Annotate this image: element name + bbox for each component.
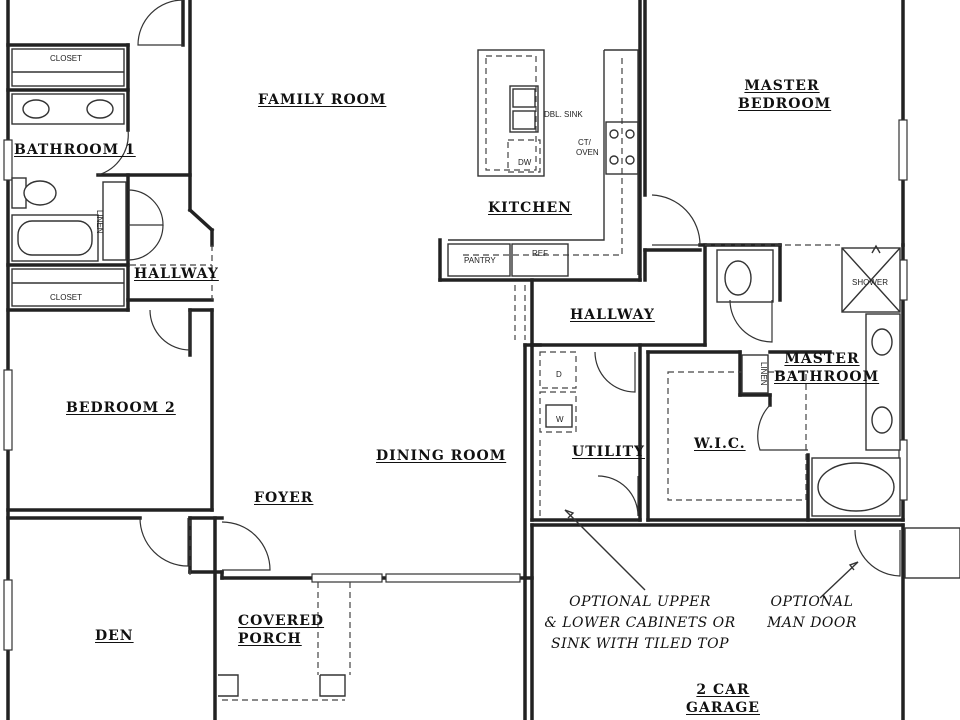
hallway-left-label: HALLWAY — [134, 266, 219, 282]
master-bedroom-label-line2: BEDROOM — [738, 96, 832, 112]
bathroom-1-label: BATHROOM 1 — [14, 142, 136, 158]
closet-top-label: CLOSET — [50, 54, 83, 63]
ct-oven-label-line2: OVEN — [576, 148, 599, 157]
family-room-label: FAMILY ROOM — [258, 92, 387, 108]
shower-label: SHOWER — [852, 278, 888, 287]
man-door-note-line1: OPTIONAL — [770, 594, 854, 610]
master-bathroom-label-line1: MASTER — [784, 351, 860, 367]
bedroom-2-label: BEDROOM 2 — [66, 400, 176, 416]
den-label: DEN — [95, 628, 134, 644]
cabinet-note-line1: OPTIONAL UPPER — [569, 594, 711, 610]
covered-porch-label-line2: PORCH — [238, 631, 302, 647]
washer-label: W — [556, 415, 564, 424]
utility-label: UTILITY — [572, 444, 645, 460]
dw-label: DW — [518, 158, 532, 167]
ct-oven-label-line1: CT/ — [578, 138, 591, 147]
master-bedroom-label-line1: MASTER — [744, 78, 820, 94]
hallway-right-label: HALLWAY — [570, 307, 655, 323]
cabinet-note-line2: & LOWER CABINETS OR — [544, 615, 736, 631]
dining-room-label: DINING ROOM — [376, 448, 507, 464]
leader-arrows — [564, 244, 881, 599]
linen-left-label: LINEN — [95, 210, 104, 234]
foyer-label: FOYER — [254, 490, 314, 506]
detail-lines — [3, 48, 960, 701]
garage-label-line2: GARAGE — [686, 700, 760, 716]
dbl-sink-label: DBL. SINK — [544, 110, 583, 119]
pantry-label: PANTRY — [464, 256, 496, 265]
ref-label: REF — [532, 249, 548, 258]
dryer-label: D — [556, 370, 562, 379]
master-bathroom-label-line2: BATHROOM — [774, 369, 880, 385]
garage-label-line1: 2 CAR — [696, 682, 750, 698]
closet-mid-label: CLOSET — [50, 293, 83, 302]
man-door-note-line2: MAN DOOR — [767, 615, 857, 631]
doors — [97, 0, 901, 577]
kitchen-label: KITCHEN — [488, 200, 572, 216]
linen-right-label: LINEN — [759, 362, 768, 386]
covered-porch-label-line1: COVERED — [238, 613, 325, 629]
wic-label: W.I.C. — [694, 436, 746, 452]
cabinet-note-line3: SINK WITH TILED TOP — [551, 636, 729, 652]
